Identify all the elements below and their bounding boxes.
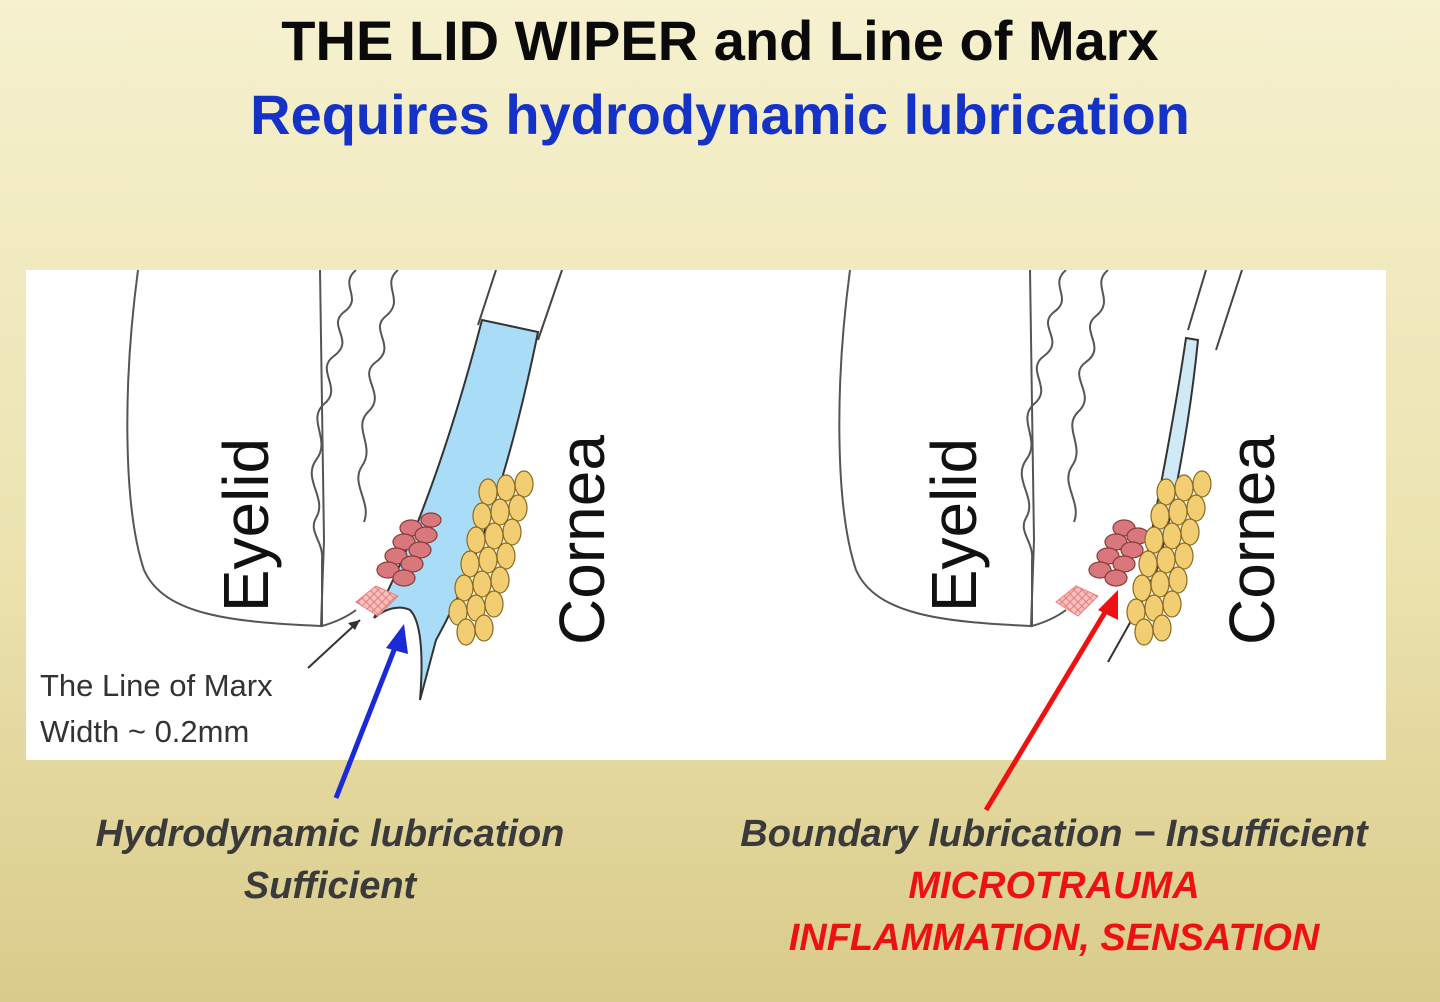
right-conjunctiva-outline [1020, 270, 1067, 628]
slide-subtitle: Requires hydrodynamic lubrication [250, 83, 1190, 146]
right-caption-line2: MICROTRAUMA [908, 865, 1200, 907]
left-caption-line2: Sufficient [243, 865, 417, 907]
left-marx-pointer-arrowhead [348, 620, 360, 630]
right-eyelid-label: Eyelid [918, 438, 990, 612]
left-cornea-cells [448, 470, 534, 646]
left-diagram: Eyelid Cornea The Line of Marx Width ~ 0… [40, 270, 618, 749]
left-line-of-marx-cells [355, 585, 399, 617]
right-conjunctiva-inner [1067, 270, 1109, 523]
left-cornea-outline [477, 270, 563, 341]
diagram-svg: Eyelid Cornea The Line of Marx Width ~ 0… [40, 270, 1288, 749]
diagram-panel: Eyelid Cornea The Line of Marx Width ~ 0… [26, 270, 1386, 760]
left-conjunctiva-inner [357, 270, 399, 523]
right-cornea-outline [1187, 270, 1243, 351]
left-cornea-label: Cornea [546, 435, 618, 645]
left-marx-label: The Line of Marx [40, 668, 273, 703]
right-lid-wiper-cells [1088, 519, 1150, 587]
left-eyelid-label: Eyelid [210, 438, 282, 612]
right-cornea-label: Cornea [1216, 435, 1288, 645]
right-caption-line3: INFLAMMATION, SENSATION [788, 917, 1320, 959]
right-diagram: Eyelid Cornea [838, 270, 1288, 663]
left-lid-wiper-cells [376, 512, 442, 587]
right-caption: Boundary lubrication − Insufficient MICR… [680, 808, 1428, 964]
right-cornea-cells [1126, 470, 1212, 646]
left-eyelid-outline [126, 270, 326, 628]
slide-title: THE LID WIPER and Line of Marx [281, 9, 1159, 72]
left-caption: Hydrodynamic lubrication Sufficient [50, 808, 610, 912]
left-conjunctiva-outline [310, 270, 357, 628]
left-marx-width-label: Width ~ 0.2mm [40, 714, 249, 749]
right-eyelid-outline [838, 270, 1036, 628]
right-caption-line1: Boundary lubrication − Insufficient [740, 813, 1368, 855]
left-caption-line1: Hydrodynamic lubrication [95, 813, 565, 855]
